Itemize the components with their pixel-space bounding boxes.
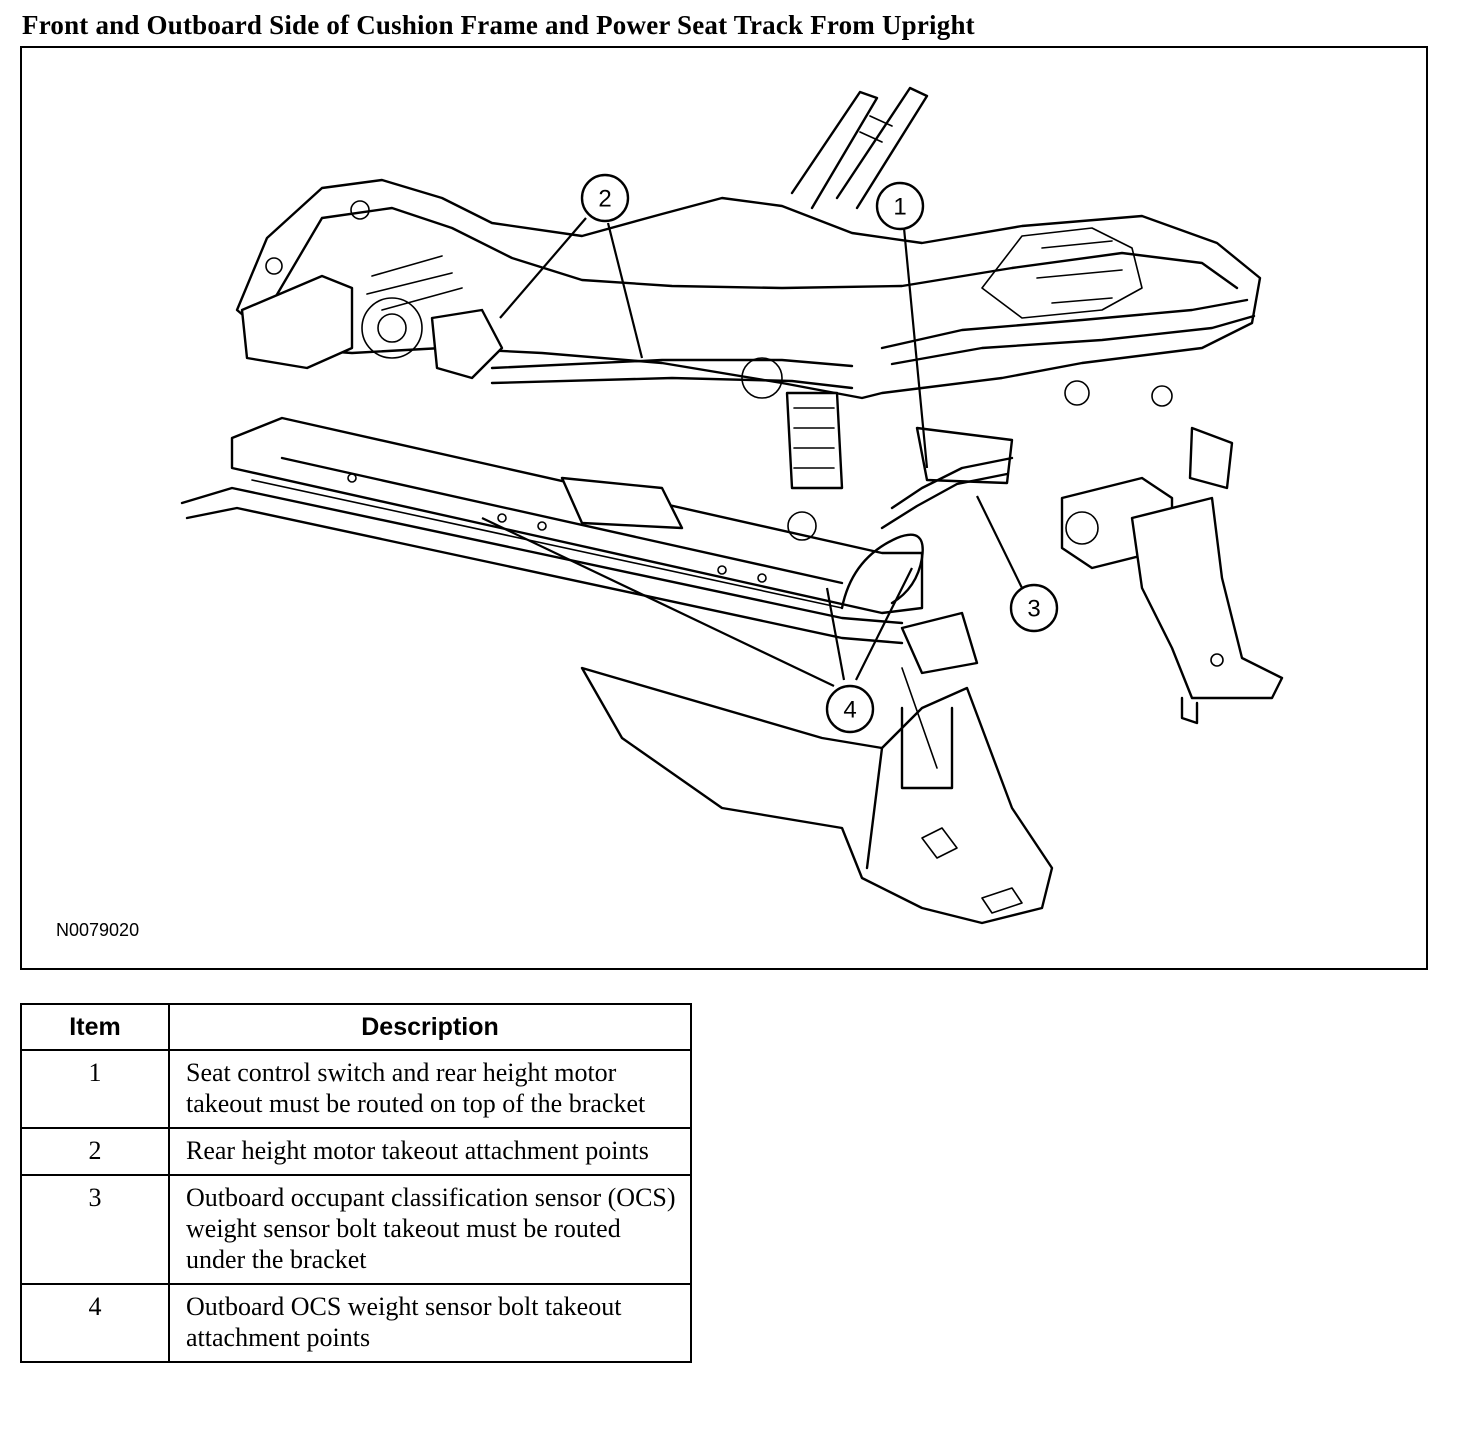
row-description: Rear height motor takeout attachment poi… <box>168 1127 692 1176</box>
callout-4-label: 4 <box>843 697 856 724</box>
legend-header-row: Item Description <box>20 1003 692 1051</box>
figure-id: N0079020 <box>56 920 140 940</box>
row-description: Outboard OCS weight sensor bolt takeout … <box>168 1283 692 1363</box>
row-item: 1 <box>20 1049 170 1129</box>
row-item: 3 <box>20 1174 170 1285</box>
table-row: 1 Seat control switch and rear height mo… <box>20 1049 692 1129</box>
legend-header-item: Item <box>20 1003 170 1051</box>
row-item: 4 <box>20 1283 170 1363</box>
callout-3-label: 3 <box>1027 596 1040 623</box>
row-description: Seat control switch and rear height moto… <box>168 1049 692 1129</box>
seat-track-illustration: 1 2 3 4 <box>180 86 1284 925</box>
callout-2-label: 2 <box>598 186 611 213</box>
table-row: 3 Outboard occupant classification senso… <box>20 1174 692 1285</box>
row-description: Outboard occupant classification sensor … <box>168 1174 692 1285</box>
row-item: 2 <box>20 1127 170 1176</box>
callout-4: 4 <box>825 684 875 734</box>
callout-3: 3 <box>1009 583 1059 633</box>
callout-1: 1 <box>875 181 925 231</box>
legend-table: Item Description 1 Seat control switch a… <box>20 1003 692 1363</box>
table-row: 2 Rear height motor takeout attachment p… <box>20 1127 692 1176</box>
table-row: 4 Outboard OCS weight sensor bolt takeou… <box>20 1283 692 1363</box>
callout-2: 2 <box>580 173 630 223</box>
page-title: Front and Outboard Side of Cushion Frame… <box>22 10 975 40</box>
legend-header-description: Description <box>168 1003 692 1051</box>
figure-frame: 1 2 3 4 N0079020 <box>20 46 1428 970</box>
callout-1-label: 1 <box>893 194 906 221</box>
